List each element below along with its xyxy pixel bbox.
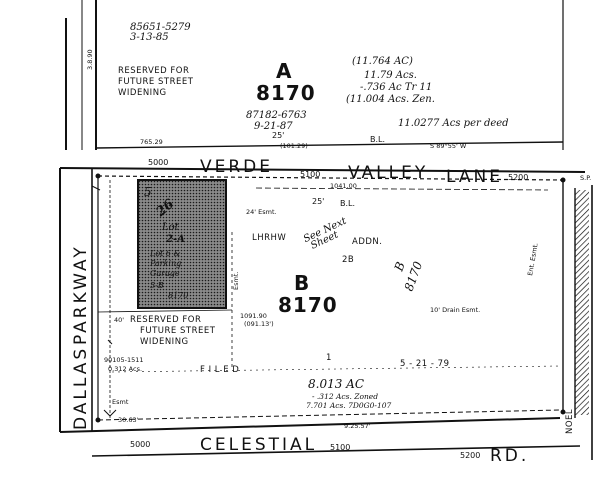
lot-b-lhrhw: LHRHW [252,233,286,243]
lot-b-boundary [97,176,564,420]
lot-a-letter: A [276,59,292,83]
lot-a-recording: 87182-6763 [246,110,307,121]
lot-a-setback: 25' [272,131,284,140]
lot-2a-parcel [137,179,227,309]
lot-a-reserved-3: WIDENING [118,88,167,98]
noel-road [574,185,593,460]
lot-b-left-dim: 1091.90 [240,312,267,320]
lot-a-area-1: (11.764 AC) [352,56,413,67]
lot-a-recording-top: 85651-5279 [130,22,191,33]
lot-b-rot-letter: B [391,260,408,274]
lot-a-dim-mid: (101.29) [280,142,308,150]
lot-b-area-2: - .312 Acs. Zoned [312,392,378,401]
lot-b-reserved-2: FUTURE STREET [140,326,216,336]
lot-b-reserved-3: WIDENING [140,337,189,347]
lot-b-left-dim2: (091.13') [244,320,274,328]
lot-a-recording-top-date: 3-13-85 [130,32,169,43]
lot-a-area-3: -.736 Ac Tr 11 [360,82,432,93]
lot-b-top-dim: 1041.00 [330,182,357,190]
lane-label: LANE [446,167,503,187]
lot-b-drain-esmt: 10' Drain Esmt. [430,306,480,314]
lot-b-right-esmt: Ent. Esmt. [526,242,540,276]
parkway-label: PARKWAY [71,244,91,345]
verde-label: VERDE [200,157,273,177]
celestial-block-left: 5000 [130,440,150,449]
lot-2a-line-e: 8170 [168,291,188,300]
lot-b-2b: 2B [342,255,354,265]
lot-2a-lot: Lot [161,222,180,233]
celestial-block-mid: 5100 [330,443,350,452]
valley-label: VALLEY [348,163,428,183]
lot-b-bottom-dim: 9.25.57' [344,422,371,430]
lot-b-filed: F I L E D [200,365,239,375]
verde-block-left: 5000 [148,158,168,167]
lot-2a-line-a: Lot 6 & [149,249,181,258]
lot-a-area-2: 11.79 Acs. [364,70,417,81]
lot-b-left-side-dim: 30.63' [118,416,139,424]
verde-block-mid: 5100 [300,170,320,179]
lot-a-bl: B.L. [370,135,385,144]
lot-b-setback: 25' [312,197,324,206]
celestial-label: CELESTIAL [200,435,317,455]
lot-2a-line-c: Garage [150,269,180,278]
lot-b-filed-date: 5 - 21 - 79 [400,359,449,369]
lot-b-bl: B.L. [340,199,355,208]
noel-label: NOEL [565,409,575,434]
lot-a-reserved-2: FUTURE STREET [118,77,194,87]
lot-a-recording-date: 9-21-87 [254,121,293,132]
lot-2a-line-d: 5-B [150,281,164,290]
verde-valley-road [59,141,586,181]
lot-b-esmt-note: Esmt [112,398,129,406]
lot-b-reserved-mark: 40' [114,316,124,324]
lot-b-letter: B [294,271,310,295]
lot-b-recording-small: 90105-1511 [104,356,144,364]
frame-lines [59,0,564,432]
survey-ticks [91,173,566,423]
lot-b-area-3: 7.701 Acs. 7D0G0-107 [306,401,391,410]
lot-b-sp: S.P. [580,174,591,182]
lot-b-dim-vertical: Esmt. [232,272,240,290]
lot-a-side-dim: 3.8.90 [86,49,94,70]
reserved-strip [97,180,233,420]
lot-b-zoned-note: 0.312 Acs. [108,365,142,373]
lot-a-per-deed: 11.0277 Acs per deed [398,118,509,129]
lot-2a-label: 2-A [165,234,185,245]
lot-2a-line-b: Parking [149,259,181,268]
lot-a-bearing: S 89°55' W [430,142,467,150]
rd-label: RD. [490,446,529,466]
lot-b-area-1: 8.013 AC [308,377,364,391]
dallas-label: DALLAS [71,346,91,430]
lot-b-addn: ADDN. [352,237,382,247]
lot-2a-num: 5 [144,185,152,199]
lot-a-area-4: (11.004 Acs. Zen. [346,94,435,105]
verde-block-right: 5200 [508,173,528,182]
lot-b-filed-num: 1 [326,353,332,363]
celestial-road [59,409,581,457]
lot-b-esmt-small: 24' Esmt. [246,208,277,216]
celestial-block-right: 5200 [460,451,480,460]
lot-b-block: 8170 [278,293,338,317]
lot-b-reserved-1: RESERVED FOR [130,315,201,325]
lot-a-reserved-1: RESERVED FOR [118,66,189,76]
lot-a-dim-bottom: 765.29 [140,138,163,146]
lot-a-block: 8170 [256,81,316,105]
